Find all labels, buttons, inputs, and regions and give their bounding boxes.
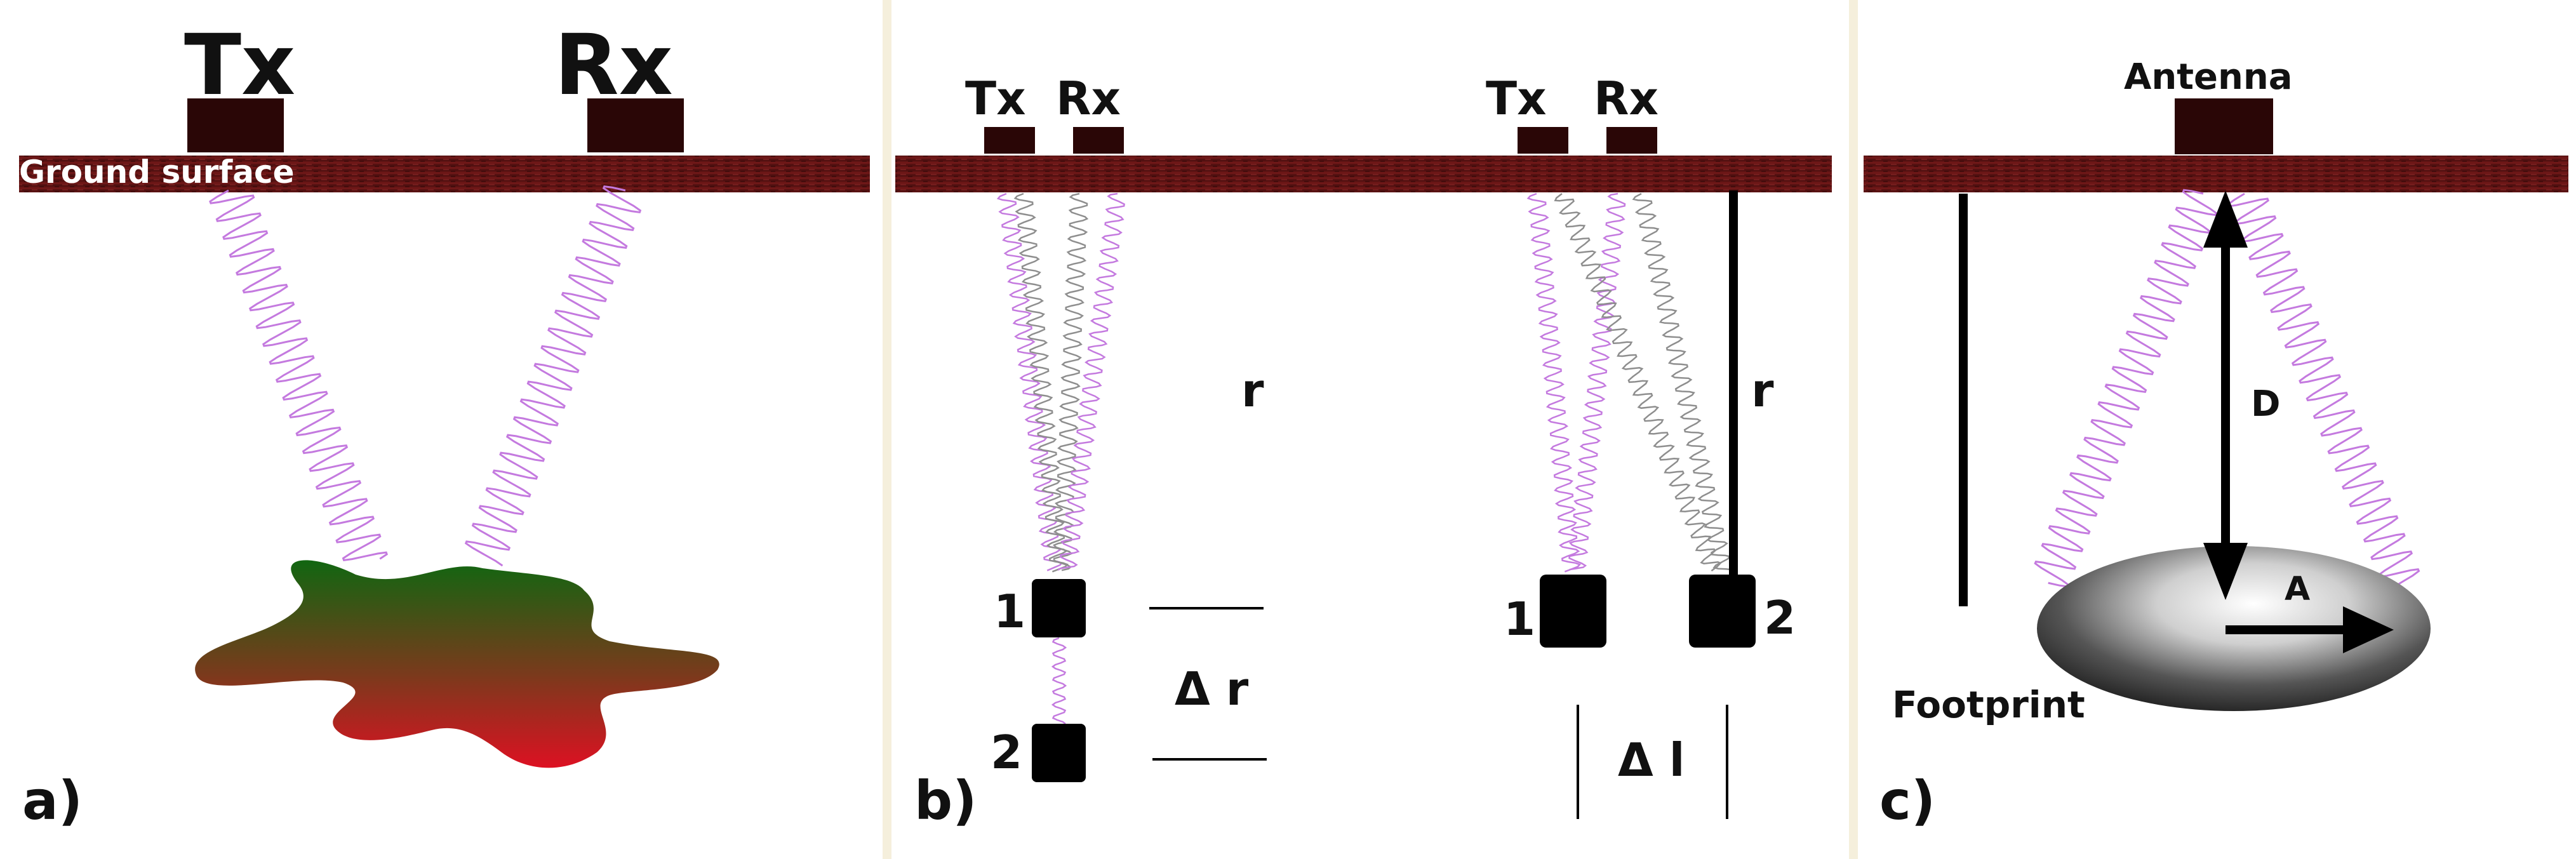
rx-antenna-b-left: [1073, 127, 1124, 154]
panel-a: Ground surface Tx Rx a): [19, 17, 870, 832]
wave-b-left-rx-grey: [1052, 192, 1089, 571]
panel-c: Antenna D A Footprint c): [1864, 57, 2568, 832]
target-2-b-right: [1689, 575, 1756, 648]
wave-b-left-tx-grey: [1013, 192, 1069, 573]
panel-label-b: b): [914, 769, 977, 832]
footprint-label: Footprint: [1892, 683, 2085, 726]
rx-antenna-a: [587, 98, 684, 152]
distance-arrow-down-head: [2203, 543, 2248, 600]
wave-b-right-tx-pink: [1526, 192, 1582, 573]
panel-label-a: a): [22, 769, 83, 832]
transmitted-wave-a: [209, 189, 389, 561]
panel-b: Tx Rx 1 2 r Δ r Tx Rx r 1 2 Δ l b): [895, 72, 1832, 832]
ground-surface-c: [1864, 156, 2568, 192]
distance-label: D: [2251, 383, 2280, 425]
area-label: A: [2285, 570, 2310, 608]
ground-surface-label: Ground surface: [19, 154, 295, 190]
panel-divider-bc: [1849, 0, 1858, 859]
target-1-label-b-right: 1: [1504, 592, 1535, 646]
wave-b-right-rx-pink: [1568, 192, 1626, 571]
tx-antenna-b-right: [1518, 127, 1568, 154]
area-arrow-head: [2343, 606, 2394, 653]
panel-divider-ab: [883, 0, 891, 859]
rx-antenna-b-right: [1606, 127, 1657, 154]
beam-edge-right: [2227, 192, 2420, 589]
rx-label-b-right: Rx: [1594, 72, 1658, 125]
target-1-b-right: [1540, 575, 1606, 648]
rx-label-a: Rx: [554, 17, 673, 114]
target-2-b-left: [1032, 724, 1086, 782]
tx-antenna-b-left: [984, 127, 1035, 154]
delta-r-label: Δ r: [1175, 662, 1249, 716]
range-label-b-right: r: [1751, 364, 1774, 417]
wave-b-right-rx-grey: [1632, 192, 1732, 571]
panel-label-c: c): [1879, 769, 1935, 832]
wave-b-left-rx-pink: [1057, 192, 1125, 571]
rx-label-b-left: Rx: [1056, 72, 1121, 125]
delta-l-label: Δ l: [1618, 733, 1685, 787]
reflected-wave-a: [464, 185, 642, 567]
range-label-b-left: r: [1241, 364, 1264, 417]
ground-surface-b: [895, 156, 1832, 192]
wave-b-right-tx-grey: [1554, 193, 1722, 572]
target-2-label-b-right: 2: [1764, 591, 1796, 644]
tx-antenna-a: [187, 98, 284, 152]
tx-label-b-right: Tx: [1486, 72, 1547, 125]
distance-arrow-up-head: [2203, 190, 2248, 248]
buried-target: [195, 560, 719, 768]
target-1-b-left: [1032, 579, 1086, 637]
tx-label-a: Tx: [184, 17, 295, 114]
target-1-label-b-left: 1: [994, 585, 1025, 638]
antenna-label: Antenna: [2124, 57, 2292, 98]
wave-b-left-between: [1051, 637, 1067, 725]
ground-surface-a: [19, 156, 870, 192]
target-2-label-b-left: 2: [991, 726, 1022, 779]
antenna-c: [2175, 98, 2273, 154]
tx-label-b-left: Tx: [965, 72, 1026, 125]
beam-edge-left: [2034, 189, 2218, 588]
